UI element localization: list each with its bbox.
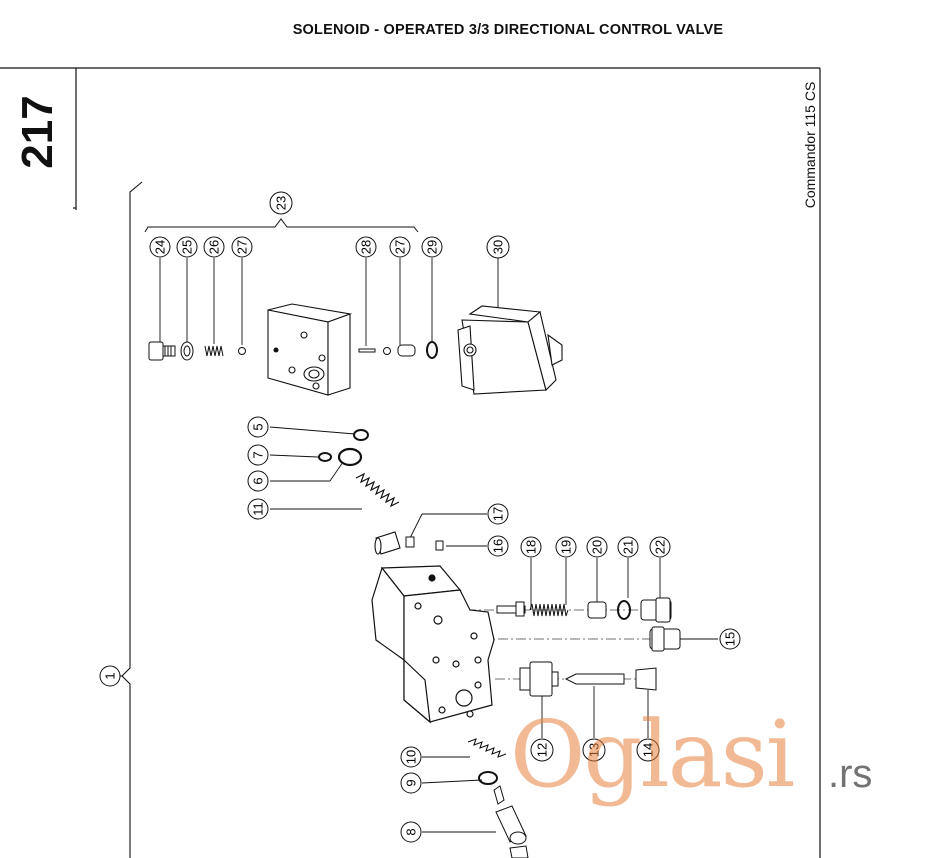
spring-part-26 (204, 345, 224, 357)
callout-1: 1 (99, 665, 121, 687)
svg-text:6: 6 (251, 477, 266, 484)
ball-part-27 (238, 347, 246, 355)
watermark-text: Oglasi (510, 701, 795, 808)
callout-15: 15 (719, 628, 741, 650)
pin-part-28 (358, 348, 376, 353)
diagram-title: SOLENOID - OPERATED 3/3 DIRECTIONAL CONT… (292, 22, 724, 38)
watermark: Oglasi .rs (510, 700, 910, 830)
solenoid-part-30 (457, 305, 563, 395)
plug-part (374, 531, 401, 555)
plug-part-22 (640, 597, 672, 623)
cap-nut-part-14 (635, 667, 657, 691)
callout-29: 29 (421, 236, 443, 258)
nut-part-25 (180, 341, 194, 361)
svg-text:26: 26 (207, 240, 222, 254)
callout-18: 18 (520, 536, 542, 558)
valve-part-8 (493, 785, 529, 858)
group-bracket-1 (110, 181, 143, 858)
spring-part-19 (529, 603, 569, 617)
ball-part-27b (383, 347, 391, 355)
seal-part-7 (318, 452, 332, 462)
spring-part-10 (467, 738, 507, 758)
svg-text:15: 15 (723, 632, 738, 646)
svg-text:23: 23 (274, 196, 289, 210)
callout-17: 17 (487, 503, 509, 525)
screw-part-16 (435, 540, 444, 551)
callout-5: 5 (247, 416, 269, 438)
main-valve-block (371, 565, 495, 724)
callout-21: 21 (617, 536, 639, 558)
svg-text:5: 5 (251, 423, 266, 430)
ring-part-21 (617, 600, 631, 620)
svg-text:30: 30 (491, 240, 506, 254)
svg-text:22: 22 (653, 540, 668, 554)
seal-part-9 (478, 771, 498, 785)
callout-6: 6 (247, 470, 269, 492)
svg-text:10: 10 (404, 750, 419, 764)
watermark-suffix: .rs (828, 752, 873, 796)
group-bracket-23 (144, 218, 419, 233)
svg-text:29: 29 (425, 240, 440, 254)
pilot-valve-body (267, 303, 353, 396)
callout-9: 9 (400, 772, 422, 794)
callouts: 1 5 7 6 11 17 16 18 19 20 21 22 15 12 13… (99, 191, 741, 843)
callout-25: 25 (176, 236, 198, 258)
svg-text:17: 17 (491, 507, 506, 521)
seal-part-5 (353, 429, 369, 441)
callout-13: 13 (582, 738, 606, 762)
svg-text:21: 21 (621, 540, 636, 554)
svg-text:7: 7 (251, 451, 266, 458)
svg-text:19: 19 (559, 540, 574, 554)
svg-text:24: 24 (153, 240, 168, 254)
callout-23: 23 (269, 191, 293, 215)
svg-text:27: 27 (235, 240, 250, 254)
svg-text:12: 12 (535, 743, 550, 757)
o-ring-part-29 (426, 341, 438, 359)
svg-text:9: 9 (404, 779, 419, 786)
svg-text:27: 27 (393, 240, 408, 254)
svg-text:18: 18 (524, 540, 539, 554)
callout-30: 30 (486, 235, 510, 259)
svg-text:11: 11 (251, 502, 266, 516)
callout-20: 20 (586, 536, 608, 558)
callout-27: 27 (231, 236, 253, 258)
svg-text:20: 20 (590, 540, 605, 554)
svg-text:14: 14 (641, 743, 656, 757)
cup-part-20 (587, 601, 607, 619)
svg-text:28: 28 (359, 240, 374, 254)
callout-26: 26 (203, 236, 225, 258)
callout-27b: 27 (389, 236, 411, 258)
nut-part-17 (405, 536, 415, 548)
sleeve-part (397, 344, 416, 357)
svg-text:25: 25 (180, 240, 195, 254)
callout-28: 28 (355, 236, 377, 258)
callout-8: 8 (400, 821, 422, 843)
callout-12: 12 (530, 738, 554, 762)
svg-text:13: 13 (587, 743, 602, 757)
callout-16: 16 (487, 535, 509, 557)
plunger-part-18 (496, 601, 526, 617)
bolt-part-24 (148, 341, 176, 361)
plug-part-15 (649, 626, 681, 652)
callout-7: 7 (247, 444, 269, 466)
svg-text:8: 8 (404, 828, 419, 835)
needle-part-13 (564, 673, 625, 685)
leader-lines (159, 258, 718, 833)
callout-19: 19 (555, 536, 577, 558)
page-frame (0, 67, 821, 858)
svg-text:1: 1 (103, 672, 118, 679)
callout-22: 22 (649, 536, 671, 558)
adjuster-part-12 (519, 661, 559, 697)
callout-11: 11 (247, 498, 269, 520)
callout-10: 10 (400, 746, 422, 768)
callout-24: 24 (149, 236, 171, 258)
ring-part-6 (337, 447, 363, 467)
svg-text:16: 16 (491, 539, 506, 553)
spring-part-11 (355, 472, 400, 508)
callout-14: 14 (636, 738, 660, 762)
